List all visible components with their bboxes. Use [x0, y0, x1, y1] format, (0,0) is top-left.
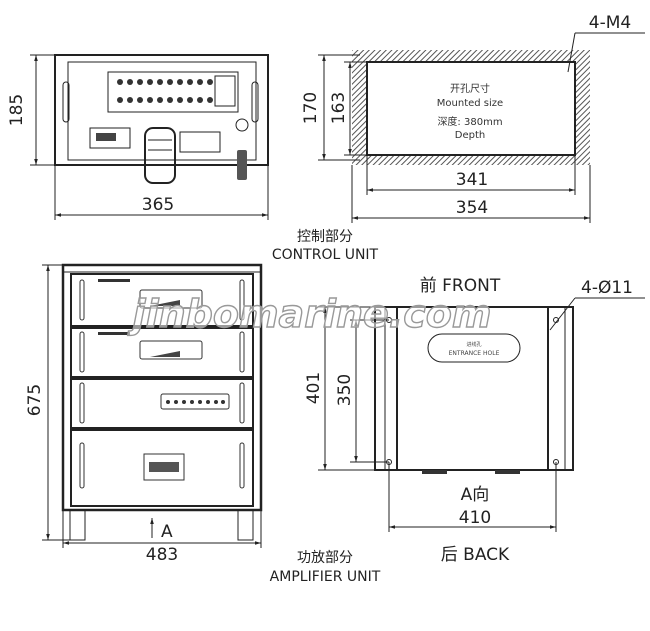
control-unit-label-en: CONTROL UNIT	[272, 247, 379, 263]
amplifier-unit-label-en: AMPLIFIER UNIT	[270, 569, 381, 585]
cutout-title-en: Mounted size	[437, 98, 503, 109]
watermark: jinbomarine.com	[128, 292, 492, 336]
base-width-dimension: A向 410	[388, 462, 557, 532]
control-unit-height-dimension: 185	[7, 54, 55, 166]
cutout-depth-en: Depth	[455, 130, 485, 141]
amplifier-width-dimension: 483 A	[62, 510, 262, 565]
cutout-screws-value: 4-M4	[589, 13, 631, 33]
control-height-value: 185	[7, 94, 27, 126]
cutout-outer-width-value: 354	[456, 198, 488, 218]
view-a-label: A向	[461, 485, 490, 505]
control-unit-width-dimension: 365	[54, 165, 269, 220]
base-width-value: 410	[459, 508, 491, 528]
control-unit-front-view	[54, 54, 269, 184]
entrance-hole-label-en: ENTRANCE HOLE	[449, 350, 500, 357]
base-depth-dimensions: 401 350	[304, 306, 389, 471]
front-label: 前 FRONT	[420, 276, 501, 296]
view-arrow-label: A	[161, 522, 173, 542]
amplifier-height-value: 675	[25, 384, 45, 416]
mounting-cutout: 开孔尺寸 Mounted size 深度: 380mm Depth	[352, 50, 590, 165]
cutout-outer-height-value: 170	[301, 92, 321, 124]
holes-value: 4-Ø11	[581, 278, 633, 298]
cutout-screws-callout: 4-M4	[567, 13, 645, 73]
amplifier-width-value: 483	[146, 545, 178, 565]
base-inner-depth-value: 350	[335, 374, 355, 406]
base-outer-depth-value: 401	[304, 372, 324, 404]
amplifier-unit-label-cn: 功放部分	[297, 550, 353, 566]
entrance-hole-label-cn: 进线孔	[466, 341, 481, 348]
cutout-depth-cn: 深度: 380mm	[437, 115, 502, 128]
cutout-height-dimensions: 170 163	[301, 54, 368, 161]
cutout-title-cn: 开孔尺寸	[450, 82, 490, 95]
cutout-inner-width-value: 341	[456, 170, 488, 190]
base-view: 进线孔 ENTRANCE HOLE	[374, 306, 574, 474]
control-unit-label-cn: 控制部分	[297, 229, 353, 245]
amplifier-cabinet	[61, 263, 263, 541]
cutout-width-dimensions: 341 354	[351, 155, 591, 223]
control-width-value: 365	[142, 195, 174, 215]
holes-callout: 4-Ø11	[549, 278, 645, 331]
cutout-inner-height-value: 163	[329, 92, 349, 124]
back-label: 后 BACK	[441, 545, 510, 565]
amplifier-height-dimension: 675	[25, 264, 70, 541]
